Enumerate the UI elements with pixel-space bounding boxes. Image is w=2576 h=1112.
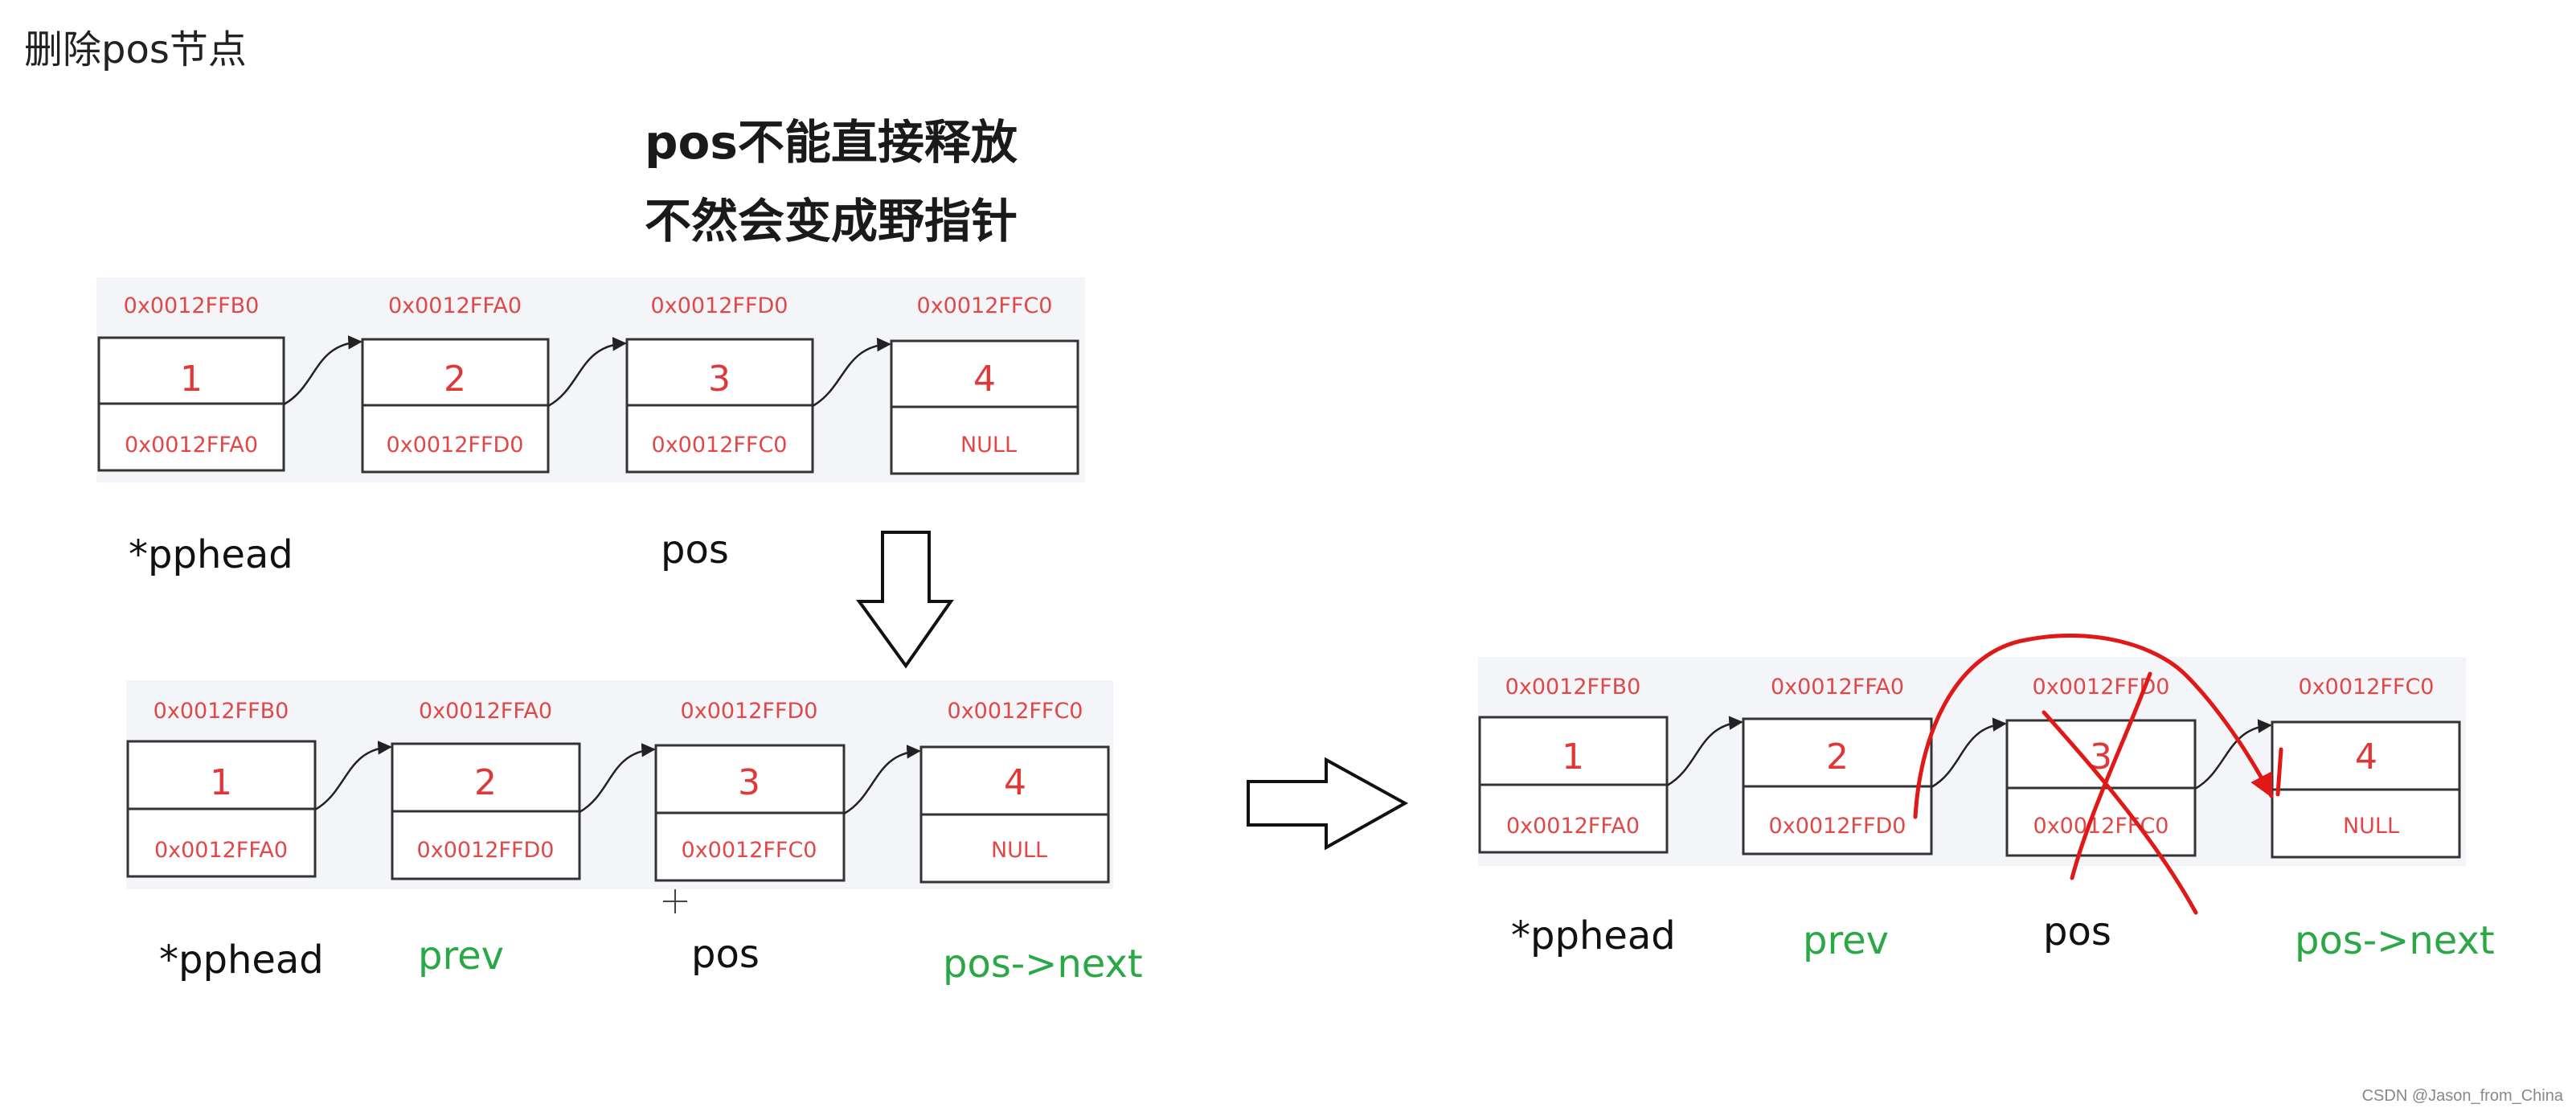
pointer-label-green: prev [418, 934, 504, 979]
list-node-2: 2 0x0012FFD0 [1742, 717, 1933, 856]
node-next: 0x0012FFA0 [1506, 814, 1640, 839]
node-address: 0x0012FFA0 [1771, 675, 1904, 700]
list-node-1: 1 0x0012FFA0 [126, 740, 317, 878]
list-node-4: 4 NULL [2271, 720, 2461, 859]
node-next: 0x0012FFD0 [387, 433, 524, 458]
cross-out-mark [2070, 671, 2152, 880]
node-next: 0x0012FFD0 [1769, 814, 1906, 839]
pointer-label: *pphead [129, 532, 293, 577]
down-arrow-icon [856, 531, 954, 669]
list-node-4: 4 NULL [919, 745, 1110, 884]
node-address: 0x0012FFA0 [388, 293, 522, 318]
node-next: NULL [960, 433, 1017, 458]
node-address: 0x0012FFD0 [651, 293, 788, 318]
right-arrow-icon [1247, 757, 1409, 851]
node-address: 0x0012FFB0 [124, 293, 260, 318]
list-node-2: 2 0x0012FFD0 [391, 742, 581, 880]
panel-2: 0x0012FFB0 0x0012FFA0 0x0012FFD0 0x0012F… [126, 680, 1143, 987]
list-node-1: 1 0x0012FFA0 [1478, 716, 1669, 854]
pointer-label: *pphead [1511, 913, 1676, 958]
node-value: 4 [2355, 737, 2377, 778]
panel-3: 0x0012FFB0 0x0012FFA0 0x0012FFD0 0x0012F… [1478, 634, 2495, 963]
node-next: 0x0012FFA0 [154, 838, 288, 863]
next-link-arrow [2194, 719, 2272, 790]
next-link-arrow [314, 741, 392, 811]
panel-1: 0x0012FFB0 0x0012FFA0 0x0012FFD0 0x0012F… [96, 277, 1085, 577]
node-next: 0x0012FFC0 [2033, 814, 2169, 839]
node-next: 0x0012FFA0 [125, 433, 258, 458]
node-address: 0x0012FFC0 [948, 699, 1083, 724]
bypass-link-annotation [1913, 634, 2274, 819]
pointer-label-green: pos->next [943, 942, 1143, 987]
pointer-label: pos [691, 932, 760, 977]
next-link-arrow [579, 743, 656, 814]
node-value: 2 [444, 359, 466, 400]
node-address: 0x0012FFA0 [419, 699, 552, 724]
pointer-label: pos [2043, 909, 2111, 954]
pointer-label-green: pos->next [2295, 918, 2495, 963]
next-link-arrow [812, 337, 891, 408]
node-value: 3 [738, 762, 760, 803]
next-link-arrow [843, 745, 921, 815]
node-value: 1 [180, 359, 203, 400]
bypass-link-tick [2275, 747, 2283, 797]
list-node-2: 2 0x0012FFD0 [361, 338, 550, 474]
node-value: 1 [1562, 737, 1584, 778]
node-value: 2 [474, 762, 497, 803]
cursor-crosshair-icon [663, 889, 687, 913]
node-address: 0x0012FFB0 [1505, 675, 1641, 700]
node-address: 0x0012FFD0 [681, 699, 818, 724]
node-next: NULL [991, 838, 1047, 863]
node-value: 2 [1826, 737, 1849, 778]
next-link-arrow [1666, 716, 1743, 787]
page-title: 删除pos节点 [24, 27, 247, 72]
pointer-label: pos [661, 527, 729, 572]
note-line-2: 不然会变成野指针 [645, 194, 1018, 248]
list-node-1: 1 0x0012FFA0 [97, 336, 285, 472]
next-link-arrow [1931, 717, 2007, 789]
cross-out-mark [2042, 710, 2198, 915]
list-node-3: 3 0x0012FFC0 [654, 744, 846, 882]
node-value: 3 [708, 359, 731, 400]
node-value: 4 [1004, 762, 1026, 803]
node-next: 0x0012FFC0 [682, 838, 817, 863]
node-next: 0x0012FFC0 [652, 433, 788, 458]
node-next: 0x0012FFD0 [417, 838, 555, 863]
pointer-label-green: prev [1803, 918, 1889, 963]
node-address: 0x0012FFC0 [917, 293, 1053, 318]
node-address: 0x0012FFC0 [2299, 675, 2435, 700]
node-value: 1 [210, 762, 232, 803]
node-address: 0x0012FFB0 [154, 699, 289, 724]
node-value: 4 [973, 359, 996, 400]
note-line-1: pos不能直接释放 [645, 115, 1018, 170]
list-node-4: 4 NULL [890, 339, 1079, 475]
next-link-arrow [547, 337, 627, 408]
next-link-arrow [283, 335, 362, 406]
node-next: NULL [2343, 814, 2399, 839]
list-node-3: 3 0x0012FFC0 [625, 338, 814, 474]
watermark: CSDN @Jason_from_China [2361, 1087, 2563, 1105]
list-node-3: 3 0x0012FFC0 [2005, 719, 2197, 857]
pointer-label: *pphead [159, 938, 324, 983]
